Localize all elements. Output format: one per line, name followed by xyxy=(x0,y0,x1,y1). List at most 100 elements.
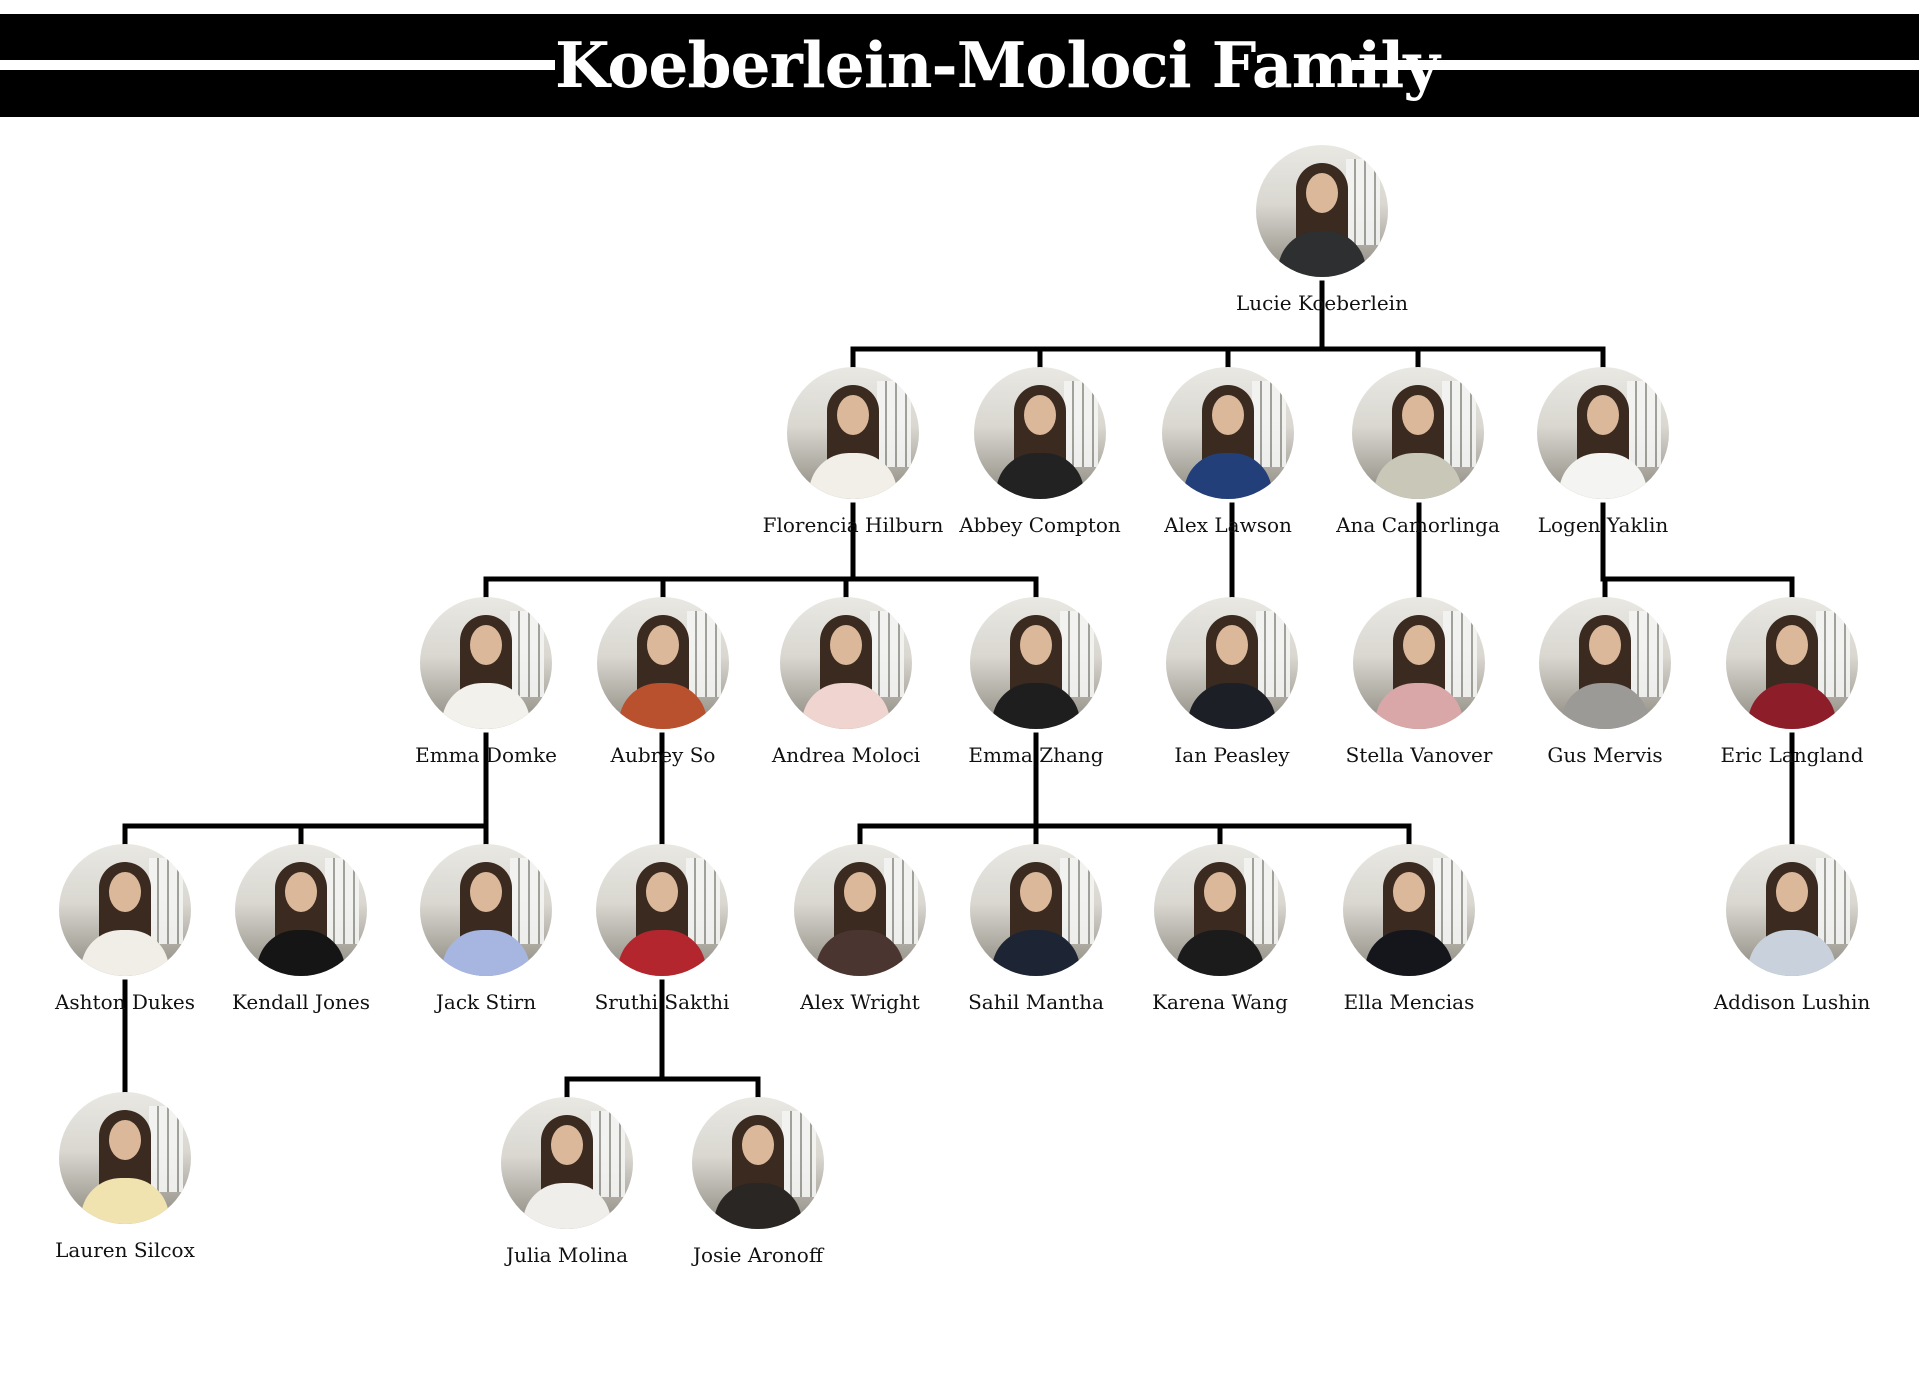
person-kendall: Kendall Jones xyxy=(206,844,396,1014)
person-karena: Karena Wang xyxy=(1125,844,1315,1014)
person-name: Alex Lawson xyxy=(1164,513,1292,537)
person-name: Ian Peasley xyxy=(1174,743,1290,767)
avatar xyxy=(1166,597,1298,729)
window-backdrop xyxy=(1064,381,1098,467)
avatar xyxy=(692,1097,824,1229)
window-backdrop xyxy=(1244,858,1278,944)
person-name: Gus Mervis xyxy=(1547,743,1663,767)
person-name: Jack Stirn xyxy=(435,990,537,1014)
face-shape xyxy=(646,872,678,912)
banner-rule-right xyxy=(1352,60,1919,70)
face-shape xyxy=(1776,872,1808,912)
window-backdrop xyxy=(325,858,359,944)
person-julia: Julia Molina xyxy=(472,1097,662,1267)
person-lauren: Lauren Silcox xyxy=(30,1092,220,1262)
avatar xyxy=(420,844,552,976)
person-name: Ana Camorlinga xyxy=(1336,513,1500,537)
face-shape xyxy=(1204,872,1236,912)
face-shape xyxy=(285,872,317,912)
avatar xyxy=(59,844,191,976)
person-aubrey: Aubrey So xyxy=(568,597,758,767)
face-shape xyxy=(844,872,876,912)
window-backdrop xyxy=(1629,611,1663,697)
face-shape xyxy=(1212,395,1244,435)
person-logen: Logen Yaklin xyxy=(1508,367,1698,537)
window-backdrop xyxy=(870,611,904,697)
face-shape xyxy=(551,1125,583,1165)
face-shape xyxy=(1216,625,1248,665)
title-banner: Koeberlein-Moloci Family xyxy=(0,14,1919,117)
person-abbey: Abbey Compton xyxy=(945,367,1135,537)
window-backdrop xyxy=(1443,611,1477,697)
banner-rule-left xyxy=(0,60,555,70)
avatar xyxy=(1726,597,1858,729)
avatar xyxy=(1256,145,1388,277)
window-backdrop xyxy=(1816,858,1850,944)
avatar xyxy=(1162,367,1294,499)
window-backdrop xyxy=(1060,858,1094,944)
person-name: Sruthi Sakthi xyxy=(594,990,730,1014)
person-name: Ashton Dukes xyxy=(54,990,196,1014)
person-name: Kendall Jones xyxy=(231,990,371,1014)
avatar xyxy=(1353,597,1485,729)
person-name: Julia Molina xyxy=(505,1243,629,1267)
face-shape xyxy=(1393,872,1425,912)
person-name: Lucie Koeberlein xyxy=(1236,291,1408,315)
avatar xyxy=(1343,844,1475,976)
face-shape xyxy=(647,625,679,665)
avatar xyxy=(1539,597,1671,729)
person-jack: Jack Stirn xyxy=(391,844,581,1014)
person-name: Abbey Compton xyxy=(959,513,1121,537)
person-ella: Ella Mencias xyxy=(1314,844,1504,1014)
window-backdrop xyxy=(687,611,721,697)
avatar xyxy=(597,597,729,729)
face-shape xyxy=(109,1120,141,1160)
window-backdrop xyxy=(1346,159,1380,245)
person-josie: Josie Aronoff xyxy=(663,1097,853,1267)
avatar xyxy=(59,1092,191,1224)
face-shape xyxy=(1402,395,1434,435)
avatar xyxy=(970,844,1102,976)
avatar xyxy=(1726,844,1858,976)
window-backdrop xyxy=(1256,611,1290,697)
person-name: Florencia Hilburn xyxy=(762,513,944,537)
face-shape xyxy=(1587,395,1619,435)
person-name: Logen Yaklin xyxy=(1537,513,1669,537)
window-backdrop xyxy=(1060,611,1094,697)
person-stella: Stella Vanover xyxy=(1324,597,1514,767)
face-shape xyxy=(1306,173,1338,213)
avatar xyxy=(794,844,926,976)
avatar xyxy=(420,597,552,729)
person-sahil: Sahil Mantha xyxy=(941,844,1131,1014)
person-ian: Ian Peasley xyxy=(1137,597,1327,767)
person-andrea: Andrea Moloci xyxy=(751,597,941,767)
person-florencia: Florencia Hilburn xyxy=(758,367,948,537)
person-gus: Gus Mervis xyxy=(1510,597,1700,767)
avatar xyxy=(1352,367,1484,499)
face-shape xyxy=(1403,625,1435,665)
window-backdrop xyxy=(591,1111,625,1197)
person-ana: Ana Camorlinga xyxy=(1323,367,1513,537)
avatar xyxy=(787,367,919,499)
face-shape xyxy=(1589,625,1621,665)
window-backdrop xyxy=(510,611,544,697)
avatar xyxy=(974,367,1106,499)
avatar xyxy=(235,844,367,976)
person-alexl: Alex Lawson xyxy=(1133,367,1323,537)
window-backdrop xyxy=(510,858,544,944)
face-shape xyxy=(830,625,862,665)
window-backdrop xyxy=(686,858,720,944)
face-shape xyxy=(742,1125,774,1165)
window-backdrop xyxy=(1627,381,1661,467)
face-shape xyxy=(470,625,502,665)
person-ashton: Ashton Dukes xyxy=(30,844,220,1014)
face-shape xyxy=(470,872,502,912)
person-eric: Eric Langland xyxy=(1697,597,1887,767)
face-shape xyxy=(1020,872,1052,912)
face-shape xyxy=(1776,625,1808,665)
person-name: Andrea Moloci xyxy=(771,743,921,767)
window-backdrop xyxy=(884,858,918,944)
person-name: Ella Mencias xyxy=(1343,990,1475,1014)
face-shape xyxy=(1020,625,1052,665)
window-backdrop xyxy=(1252,381,1286,467)
